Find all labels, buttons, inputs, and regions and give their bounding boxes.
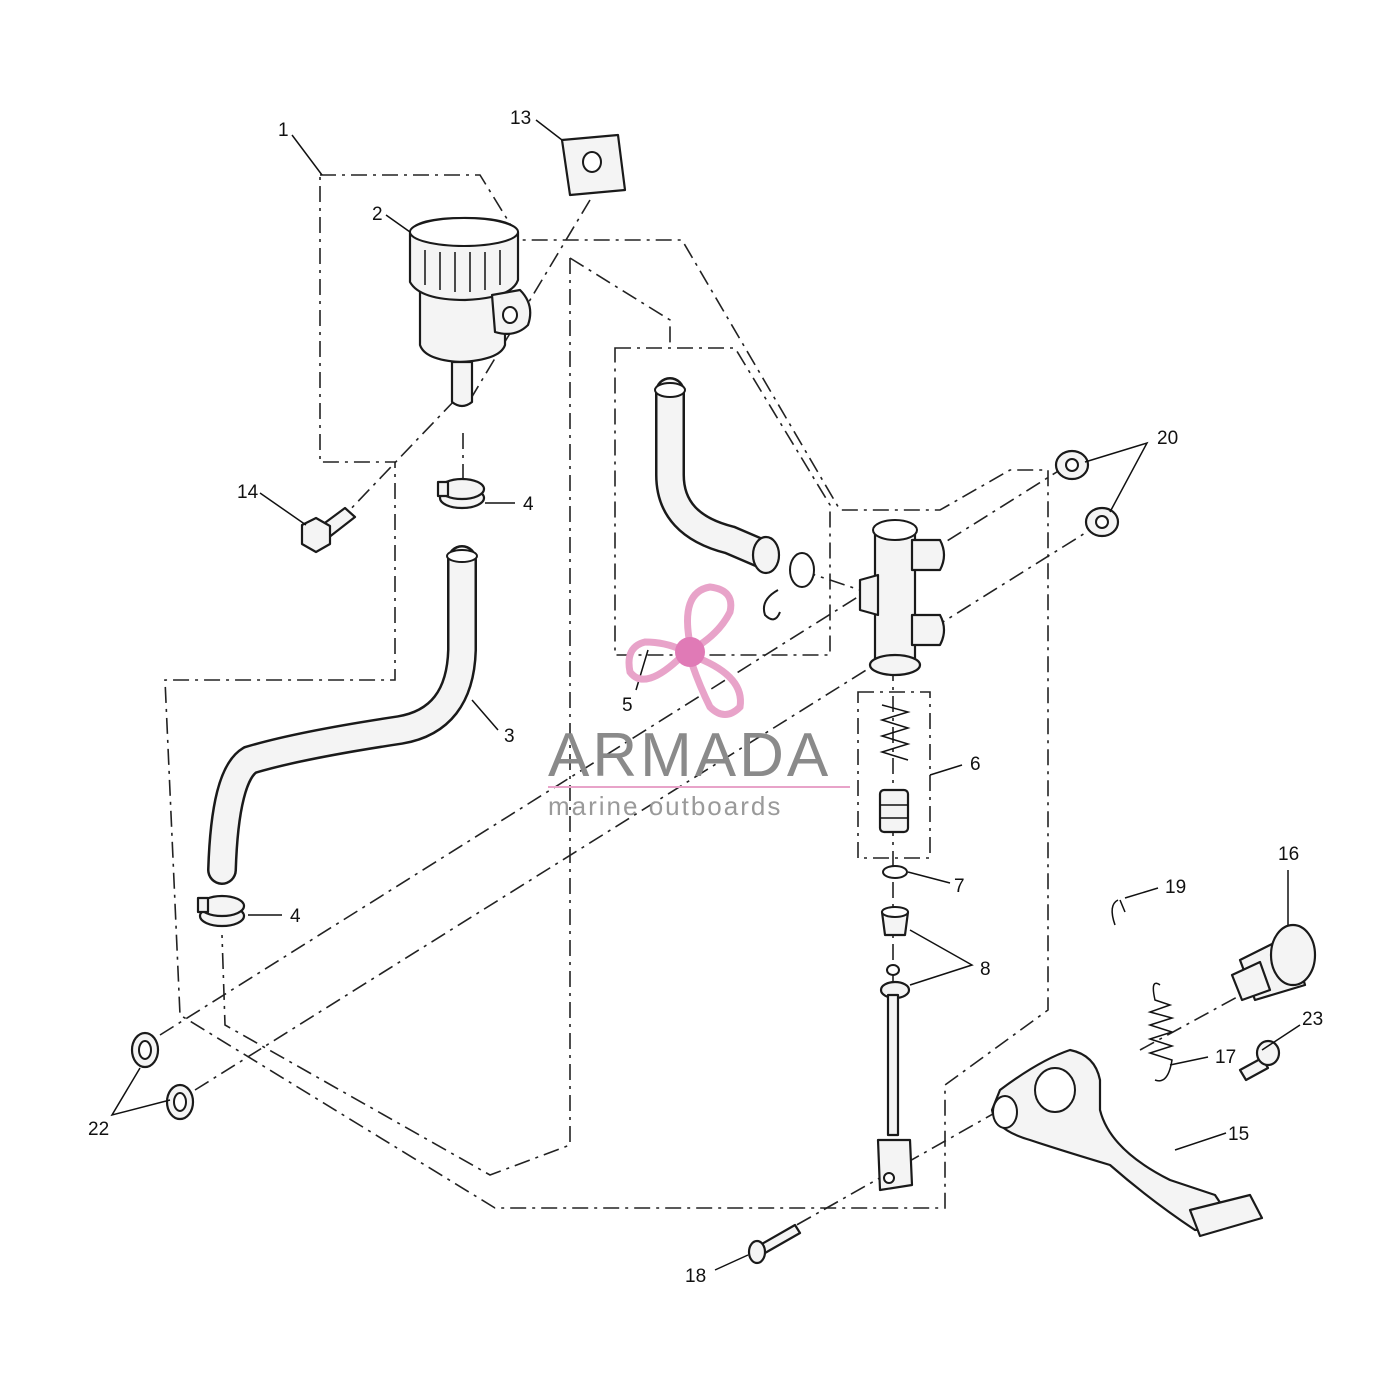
seal-and-cups: [879, 865, 911, 1000]
callout-labels: 1 2 13 14 4 3 4 5 6 7 8 20 19 16 23 17 1…: [88, 108, 1323, 1287]
callout-14: 14: [237, 482, 259, 503]
hose-part: [207, 545, 478, 885]
callout-2: 2: [372, 204, 383, 225]
line-reservoir-to-bolt: [344, 399, 456, 516]
callout-19: 19: [1165, 877, 1186, 898]
clamp-lower: [196, 894, 246, 928]
outline-fitting-kit: [614, 347, 831, 656]
callout-23: 23: [1302, 1009, 1323, 1030]
line-washer-to-nut-1: [159, 469, 1061, 1036]
clevis-pin-part: [747, 1223, 802, 1265]
callout-15: 15: [1228, 1124, 1249, 1145]
callout-16: 16: [1278, 844, 1299, 865]
nuts-part: [1054, 449, 1120, 538]
callout-13: 13: [510, 108, 531, 129]
callout-4-upper: 4: [523, 494, 534, 515]
callout-6: 6: [970, 754, 981, 775]
return-spring-part: [1147, 982, 1175, 1082]
callout-5: 5: [622, 695, 633, 716]
fitting-part: [654, 377, 815, 621]
callout-22: 22: [88, 1119, 109, 1140]
master-cylinder-part: [858, 519, 946, 677]
cotter-pin-part: [1111, 899, 1126, 926]
outline-piston-kit: [857, 691, 931, 859]
outline-master-cylinder: [569, 257, 671, 348]
piston-kit-part: [878, 704, 911, 834]
brake-pedal-part: [990, 1048, 1264, 1238]
callout-8: 8: [980, 959, 991, 980]
callout-4-lower: 4: [290, 906, 301, 927]
clamp-upper: [436, 477, 486, 510]
bolt-part: [300, 506, 357, 554]
small-bolt-part: [1238, 1039, 1281, 1082]
watermark: ARMADA marine outboards: [548, 583, 850, 821]
watermark-tagline: marine outboards: [548, 791, 782, 821]
reservoir-part: [408, 216, 532, 408]
callout-7: 7: [954, 876, 965, 897]
watermark-brand: ARMADA: [548, 721, 831, 790]
pivot-shaft-part: [1230, 923, 1317, 1002]
line-spring-to-shaft: [1139, 989, 1251, 1051]
callout-18: 18: [685, 1266, 706, 1287]
callout-1: 1: [278, 120, 289, 141]
assembly-outlines: [159, 174, 1251, 1241]
leader-lines: [110, 119, 1301, 1271]
line-cap-to-bracket: [469, 199, 591, 401]
propeller-icon: [625, 583, 744, 718]
bracket-part: [560, 133, 627, 197]
washers-part: [130, 1031, 195, 1121]
push-rod-part: [876, 993, 914, 1192]
outline-reservoir-group: [164, 174, 1049, 1209]
callout-17: 17: [1215, 1047, 1236, 1068]
callout-3: 3: [504, 726, 515, 747]
callout-20: 20: [1157, 428, 1178, 449]
